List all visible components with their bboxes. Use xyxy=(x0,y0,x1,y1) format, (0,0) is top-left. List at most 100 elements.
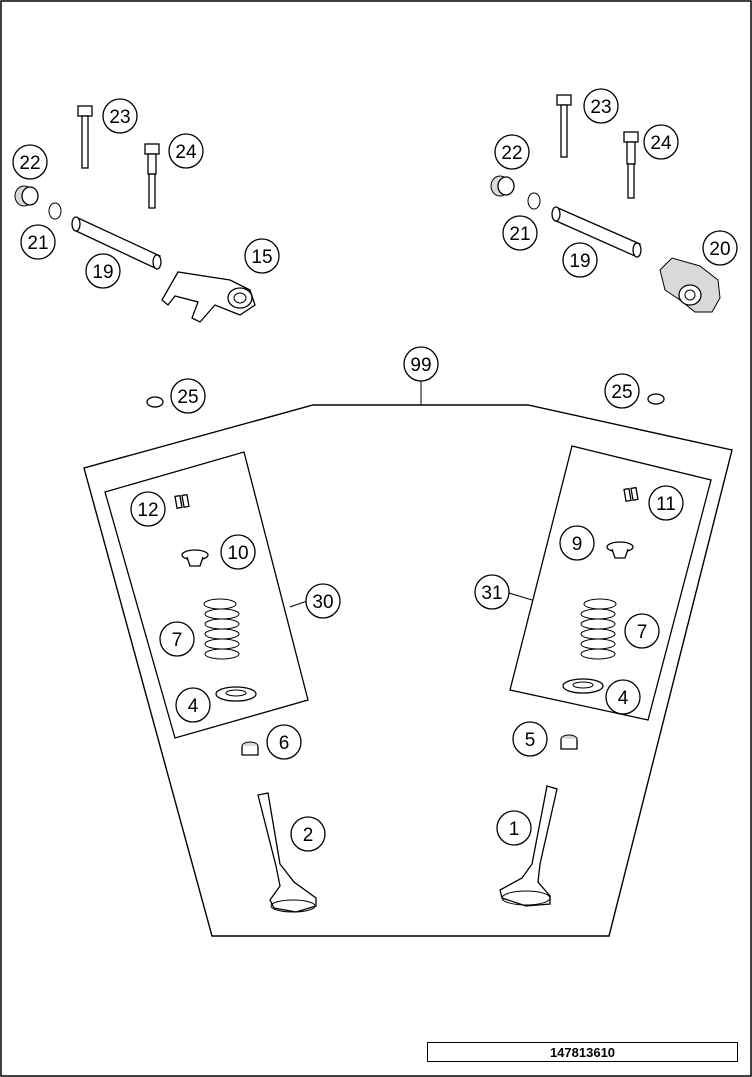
valve-keepers-12 xyxy=(174,493,190,510)
valve-spring-7-left xyxy=(203,598,240,660)
spring-retainer-10 xyxy=(181,549,209,567)
callout-circle xyxy=(496,810,532,846)
callout-circle xyxy=(12,144,48,180)
o-ring-21-left xyxy=(48,202,62,220)
callout-label: 12 xyxy=(137,500,158,521)
valve-stem-seal-5 xyxy=(560,734,578,750)
leader-30 xyxy=(289,600,308,608)
callout-31: 31 xyxy=(474,574,510,610)
callout-label: 9 xyxy=(572,534,583,555)
callout-circle xyxy=(494,134,530,170)
callout-1: 1 xyxy=(496,810,532,846)
drawing-number: 147813610 xyxy=(427,1042,738,1062)
callout-label: 6 xyxy=(279,733,290,754)
callout-circle xyxy=(583,88,619,124)
callout-label: 25 xyxy=(177,387,198,408)
callout-label: 11 xyxy=(656,494,676,515)
callout-circle xyxy=(266,724,302,760)
callout-circle xyxy=(168,133,204,169)
assembly-31-outline xyxy=(509,445,712,721)
callout-label: 7 xyxy=(172,630,183,651)
callout-circle xyxy=(403,346,439,382)
plug-22-left xyxy=(14,185,39,207)
callout-6: 6 xyxy=(266,724,302,760)
callout-19: 19 xyxy=(85,253,121,289)
callout-11: 11 xyxy=(648,485,684,521)
callout-circle xyxy=(502,215,538,251)
callout-15: 15 xyxy=(244,238,280,274)
callout-circle xyxy=(624,613,660,649)
callout-20: 20 xyxy=(702,230,738,266)
rocker-arm-20 xyxy=(659,257,721,313)
callout-label: 23 xyxy=(109,107,130,128)
callout-19: 19 xyxy=(562,242,598,278)
callout-circle xyxy=(290,816,326,852)
spring-seat-4-right xyxy=(562,678,604,694)
o-ring-21-right xyxy=(527,192,541,210)
callout-label: 5 xyxy=(525,730,536,751)
rocker-shaft-19-left xyxy=(71,216,162,270)
callout-label: 24 xyxy=(175,142,197,163)
rocker-arm-15 xyxy=(161,271,256,323)
callout-circle xyxy=(643,124,679,160)
callout-circle xyxy=(702,230,738,266)
bolt-23-left xyxy=(77,105,93,169)
assembly-30-outline xyxy=(104,451,309,739)
callout-23: 23 xyxy=(583,88,619,124)
callout-circle xyxy=(605,679,641,715)
callout-label: 1 xyxy=(509,819,520,840)
callout-label: 15 xyxy=(251,247,272,268)
callout-label: 4 xyxy=(188,696,199,717)
callout-circle xyxy=(562,242,598,278)
callout-label: 25 xyxy=(611,382,632,403)
callout-21: 21 xyxy=(502,215,538,251)
callout-10: 10 xyxy=(220,534,256,570)
callout-label: 19 xyxy=(569,251,590,272)
callout-label: 7 xyxy=(637,622,648,643)
callout-circle xyxy=(20,224,56,260)
callout-25: 25 xyxy=(604,373,640,409)
callout-circle xyxy=(648,485,684,521)
callout-label: 4 xyxy=(618,688,629,709)
callout-4: 4 xyxy=(605,679,641,715)
callout-circle xyxy=(175,687,211,723)
callout-30: 30 xyxy=(305,583,341,619)
callout-24: 24 xyxy=(168,133,204,169)
leader-31 xyxy=(508,592,533,601)
bolt-24-left xyxy=(144,143,160,209)
assembly-99-outline xyxy=(83,404,733,937)
shim-25-left xyxy=(146,396,164,408)
callout-label: 21 xyxy=(27,233,48,254)
spring-seat-4-left xyxy=(215,686,257,702)
callout-circle xyxy=(130,491,166,527)
callout-circle xyxy=(159,621,195,657)
callout-22: 22 xyxy=(12,144,48,180)
valve-stem-seal-6 xyxy=(241,741,259,756)
callout-label: 19 xyxy=(92,262,113,283)
callout-24: 24 xyxy=(643,124,679,160)
callout-2: 2 xyxy=(290,816,326,852)
callout-circle xyxy=(604,373,640,409)
callout-circle xyxy=(474,574,510,610)
callout-99: 99 xyxy=(403,346,439,382)
callout-label: 22 xyxy=(501,143,522,164)
intake-valve-1 xyxy=(499,785,558,907)
callout-circle xyxy=(559,525,595,561)
callout-label: 10 xyxy=(227,543,248,564)
bolt-23-right xyxy=(556,94,572,158)
callout-9: 9 xyxy=(559,525,595,561)
rocker-shaft-19-right xyxy=(551,206,642,258)
callout-22: 22 xyxy=(494,134,530,170)
callout-label: 22 xyxy=(19,153,40,174)
spring-retainer-9 xyxy=(606,541,634,559)
callout-label: 21 xyxy=(509,224,530,245)
callout-23: 23 xyxy=(102,98,138,134)
callout-21: 21 xyxy=(20,224,56,260)
callout-12: 12 xyxy=(130,491,166,527)
callout-circle xyxy=(244,238,280,274)
callout-label: 31 xyxy=(481,583,502,604)
callout-label: 30 xyxy=(312,592,333,613)
bolt-24-right xyxy=(623,131,639,199)
